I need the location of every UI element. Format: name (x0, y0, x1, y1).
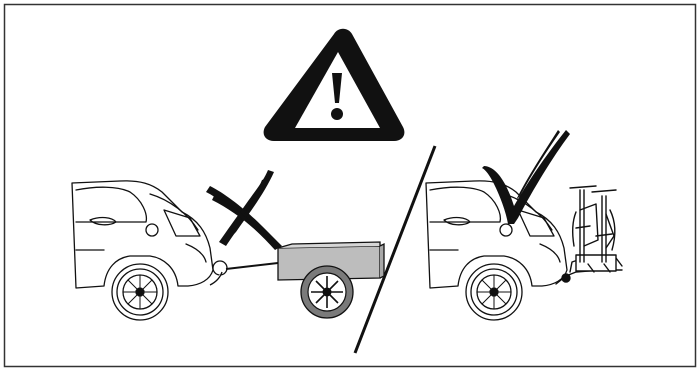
car-wheel-right (466, 264, 522, 320)
trailer-wheel (301, 266, 353, 318)
car-wheel-left (112, 264, 168, 320)
